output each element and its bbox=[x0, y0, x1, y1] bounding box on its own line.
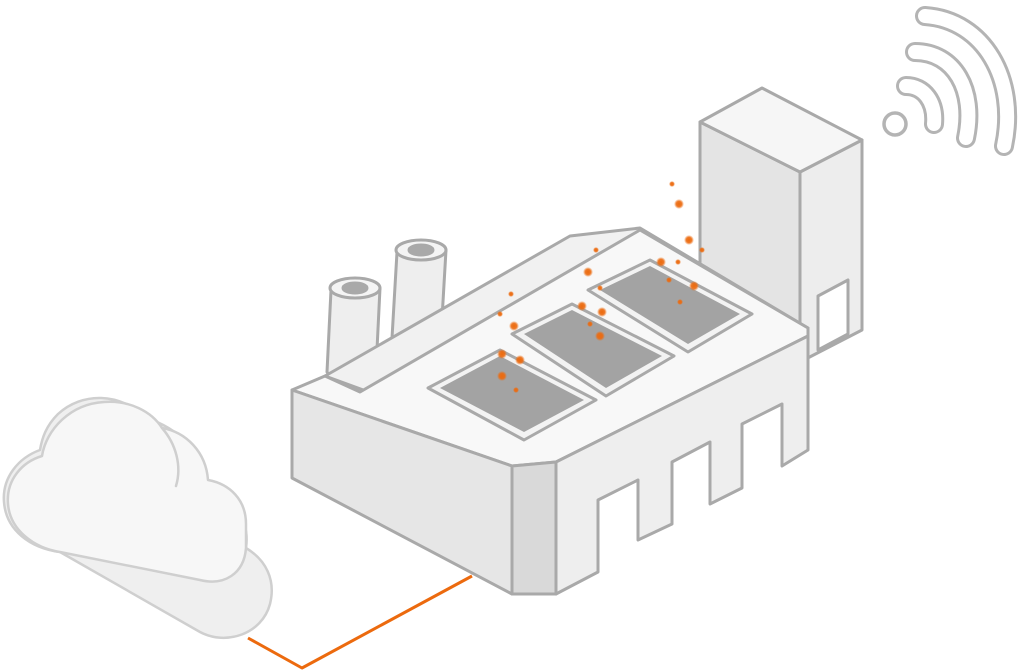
data-sparks bbox=[497, 181, 705, 393]
factory-icon bbox=[290, 86, 864, 596]
skylight-1 bbox=[426, 348, 598, 442]
skylight-2 bbox=[510, 302, 676, 398]
cloud-icon bbox=[2, 396, 273, 640]
wifi-signal-inner bbox=[899, 9, 1015, 153]
skylight-3 bbox=[586, 258, 754, 354]
network-cable bbox=[247, 574, 473, 670]
